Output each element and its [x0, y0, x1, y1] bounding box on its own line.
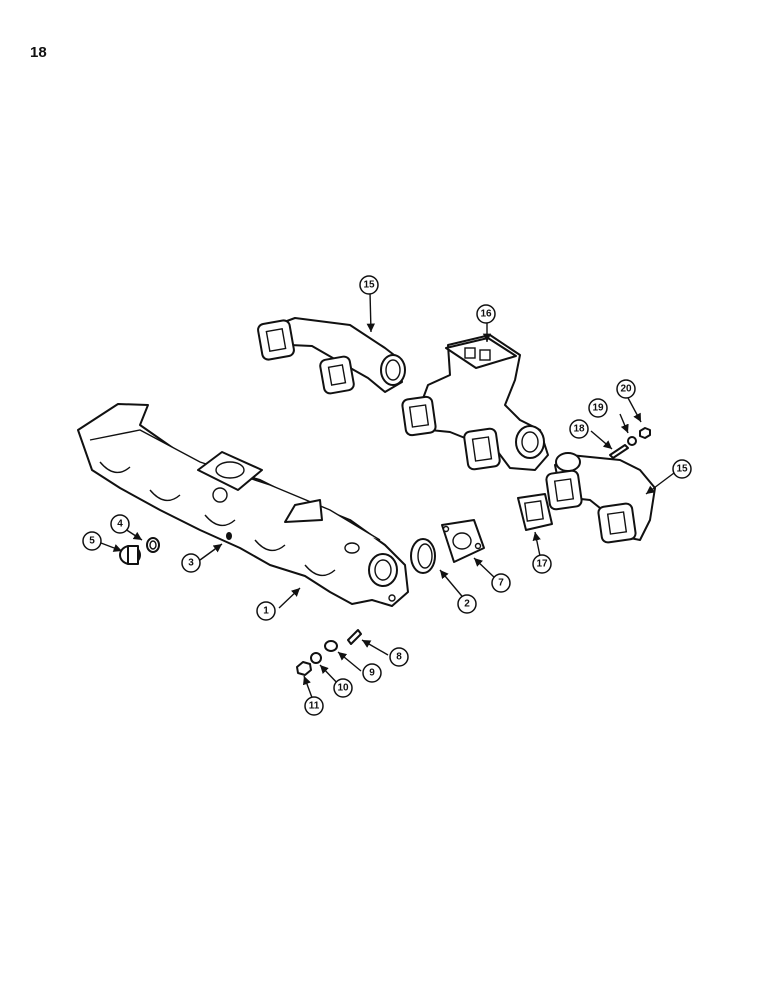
small-nut	[639, 427, 651, 439]
callout-1: 1	[256, 601, 276, 621]
svg-text:9: 9	[369, 668, 375, 679]
lock-washer	[310, 652, 322, 664]
callout-11: 11	[304, 696, 324, 716]
callout-9: 9	[362, 663, 382, 683]
callout-8: 8	[389, 647, 409, 667]
svg-text:3: 3	[188, 558, 194, 569]
callout-4: 4	[110, 514, 130, 534]
svg-text:20: 20	[620, 384, 632, 395]
nut	[296, 661, 312, 676]
svg-text:18: 18	[573, 424, 585, 435]
callout-2: 2	[457, 594, 477, 614]
plug-washer	[146, 537, 160, 553]
page-number: 18	[30, 44, 47, 61]
svg-text:19: 19	[592, 403, 604, 414]
seal-ring	[410, 538, 436, 574]
y-manifold	[401, 334, 549, 471]
stud-small	[609, 444, 629, 459]
callout-15-upper: 15	[359, 275, 379, 295]
small-washer	[627, 436, 637, 446]
callout-10: 10	[333, 678, 353, 698]
svg-text:2: 2	[464, 599, 470, 610]
svg-text:1: 1	[263, 606, 269, 617]
callout-15-right: 15	[672, 459, 692, 479]
pipe-plug	[226, 532, 232, 540]
elbow-upper	[257, 317, 406, 395]
callout-3: 3	[181, 553, 201, 573]
svg-text:5: 5	[89, 536, 95, 547]
callout-5: 5	[82, 531, 102, 551]
callout-17: 17	[532, 554, 552, 574]
svg-text:16: 16	[480, 309, 492, 320]
svg-text:11: 11	[309, 701, 320, 712]
svg-text:4: 4	[117, 519, 123, 530]
callout-20: 20	[616, 379, 636, 399]
callout-16: 16	[476, 304, 496, 324]
svg-text:17: 17	[536, 559, 548, 570]
callout-18: 18	[569, 419, 589, 439]
svg-text:7: 7	[498, 578, 504, 589]
elbow-right	[545, 452, 656, 544]
callout-7: 7	[491, 573, 511, 593]
exhaust-manifold	[77, 403, 409, 607]
gasket	[441, 519, 485, 563]
svg-text:15: 15	[676, 464, 688, 475]
svg-text:10: 10	[337, 683, 349, 694]
svg-text:15: 15	[363, 280, 375, 291]
callout-19: 19	[588, 398, 608, 418]
stud	[347, 629, 362, 645]
flat-washer	[324, 640, 338, 652]
svg-text:8: 8	[396, 652, 402, 663]
plug	[119, 545, 141, 565]
square-gasket	[517, 493, 553, 531]
